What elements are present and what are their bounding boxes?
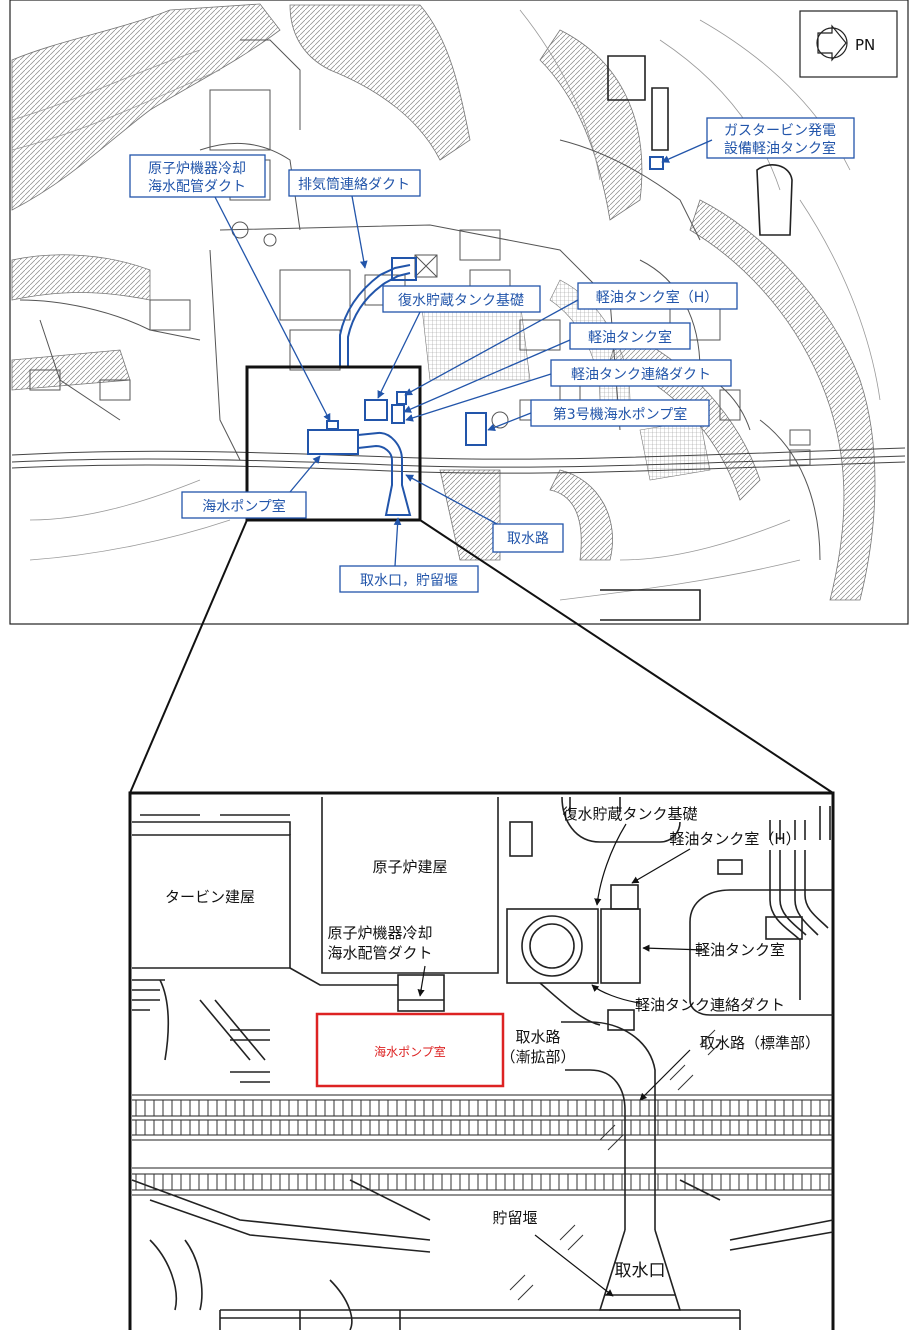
svg-text:第3号機海水ポンプ室: 第3号機海水ポンプ室 (553, 406, 688, 423)
condensate-tank-base (506, 908, 599, 984)
svg-text:ガスタービン発電: ガスタービン発電 (724, 123, 836, 139)
label-oil-tank-duct: 軽油タンク連絡ダクト (635, 996, 785, 1014)
svg-text:排気筒連絡ダクト: 排気筒連絡ダクト (298, 176, 410, 193)
svg-text:軽油タンク室（H）: 軽油タンク室（H） (596, 289, 719, 306)
label-oil-tank-h: 軽油タンク室（H） (669, 830, 800, 848)
exhaust-duct-path (339, 264, 411, 368)
callout-oil-tank: 軽油タンク室 (569, 322, 691, 350)
svg-text:軽油タンク連絡ダクト: 軽油タンク連絡ダクト (571, 367, 711, 383)
callout-seawater-pump: 海水ポンプ室 (181, 491, 307, 519)
seawater-pump-outline (307, 429, 359, 455)
label-reactor-building: 原子炉建屋 (372, 858, 447, 876)
turbine-building-outline (132, 834, 291, 969)
cooling-duct-box (397, 974, 445, 1012)
callout-condensate-tank: 復水貯蔵タンク基礎 (382, 285, 541, 313)
callout-gas-turbine: ガスタービン発電 設備軽油タンク室 (706, 117, 855, 159)
callout-intake-reservoir: 取水口，貯留堰 (339, 565, 479, 593)
detail-leaders (417, 823, 706, 1297)
detail-map: 海水ポンプ室 復水貯蔵タンク基礎 軽油タンク室（H） タービン建屋 原子炉建屋 … (128, 791, 835, 1330)
callout-reactor-cooling: 原子炉機器冷却 海水配管ダクト (129, 154, 266, 198)
callout-unit3-pump: 第3号機海水ポンプ室 (530, 399, 710, 427)
label-intake-taper-1: 取水路 (515, 1028, 560, 1046)
gas-turbine-area (600, 55, 793, 621)
railway-band (132, 1094, 833, 1196)
overview-map: PN ガスタービン発電 設備軽油タンク室 (9, 0, 909, 625)
unit3-pump-outline (465, 412, 487, 446)
svg-text:設備軽油タンク室: 設備軽油タンク室 (724, 140, 836, 157)
gas-turbine-oil-tank-outline (649, 156, 664, 170)
seawater-pump-label: 海水ポンプ室 (374, 1044, 446, 1059)
label-reactor-cooling-1: 原子炉機器冷却 (327, 924, 432, 942)
callout-exhaust-duct: 排気筒連絡ダクト (288, 169, 421, 197)
zoom-region-box (245, 365, 422, 522)
zoom-projection-lines (129, 519, 834, 794)
callout-oil-tank-duct: 軽油タンク連絡ダクト (550, 359, 732, 387)
crossing-marks (509, 1029, 724, 1301)
railway-ties (135, 1100, 830, 1190)
svg-text:取水路: 取水路 (507, 531, 549, 547)
callout-leaders (214, 139, 713, 567)
svg-text:原子炉機器冷却: 原子炉機器冷却 (148, 161, 246, 177)
svg-text:海水配管ダクト: 海水配管ダクト (148, 179, 246, 195)
svg-text:海水ポンプ室: 海水ポンプ室 (202, 498, 286, 515)
seawater-pump-highlight (315, 1012, 505, 1088)
label-oil-tank: 軽油タンク室 (695, 941, 785, 959)
intake-channel-outline (357, 431, 412, 516)
north-marker: PN (799, 10, 898, 78)
callout-intake-channel: 取水路 (492, 523, 564, 553)
detail-labels: 復水貯蔵タンク基礎 軽油タンク室（H） タービン建屋 原子炉建屋 軽油タンク室 … (165, 805, 820, 1281)
svg-text:復水貯蔵タンク基礎: 復水貯蔵タンク基礎 (398, 292, 524, 309)
label-condensate-tank: 復水貯蔵タンク基礎 (562, 805, 697, 823)
oil-tank-box (600, 908, 641, 984)
label-reactor-cooling-2: 海水配管ダクト (327, 944, 432, 962)
label-turbine-building: タービン建屋 (165, 888, 255, 906)
svg-text:軽油タンク室: 軽油タンク室 (588, 329, 672, 346)
label-reservoir-weir: 貯留堰 (492, 1209, 537, 1227)
facility-outlines (307, 156, 664, 516)
condensate-tank-outline (364, 399, 388, 421)
label-intake-taper-2: （漸拡部） (500, 1048, 575, 1066)
label-intake-mouth: 取水口 (615, 1261, 666, 1281)
contour-lines (11, 9, 881, 601)
reactor-building-outline (321, 797, 499, 974)
detail-structures (131, 796, 834, 1330)
label-intake-standard: 取水路（標準部） (700, 1034, 820, 1052)
north-marker-label: PN (855, 36, 875, 54)
oil-tank-outline (391, 404, 405, 424)
callouts: ガスタービン発電 設備軽油タンク室 原子炉機器冷却 海水配管ダクト 排気筒連絡ダ… (129, 117, 855, 593)
svg-text:取水口，貯留堰: 取水口，貯留堰 (360, 573, 458, 589)
callout-oil-tank-h: 軽油タンク室（H） (577, 282, 738, 310)
